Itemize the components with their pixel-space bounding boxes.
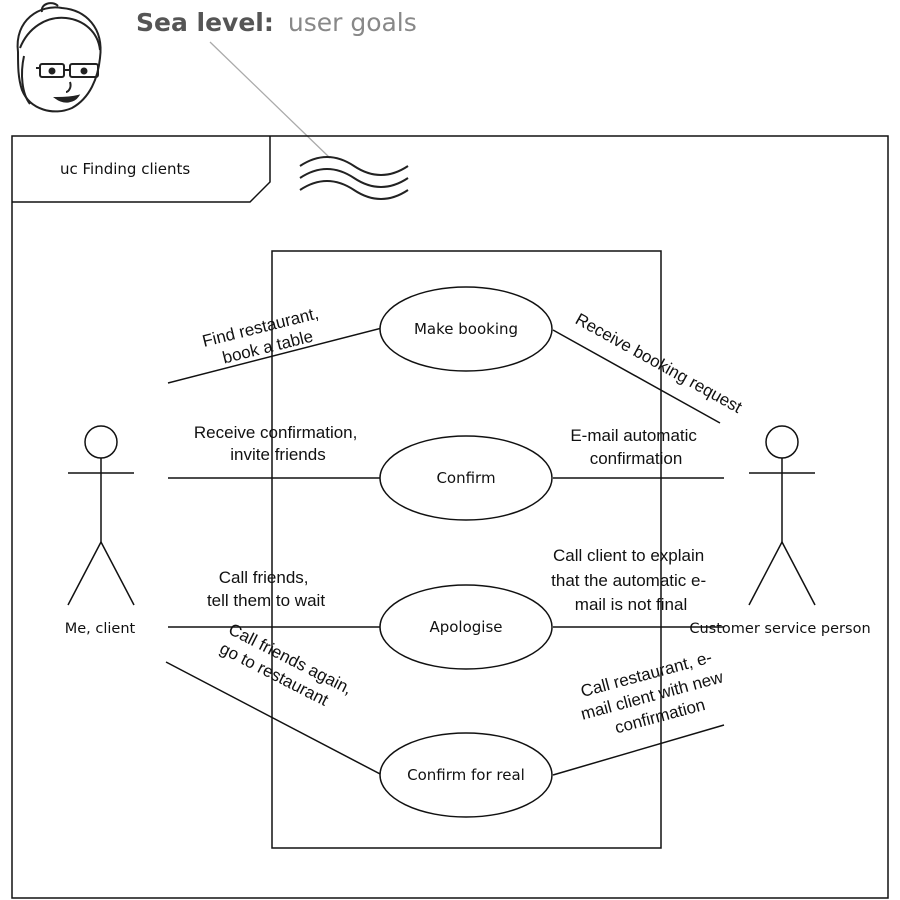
- frame-title: uc Finding clients: [60, 160, 190, 178]
- use-case-make-booking-shape: [379, 286, 553, 372]
- assoc-client-make-booking: [167, 327, 383, 384]
- assoc-confirm-real-csp: [552, 724, 725, 776]
- actor-csp-leg-right: [781, 541, 816, 606]
- use-case-confirm-shape: [379, 435, 553, 521]
- actor-csp-head: [765, 425, 799, 459]
- associations: [165, 327, 725, 776]
- label-call-friends-line2: tell them to wait: [207, 591, 325, 610]
- actor-customer-service-name: Customer service person: [689, 621, 870, 637]
- actor-customer-service: [748, 425, 816, 606]
- diagram-frame: [11, 135, 889, 899]
- label-receive-confirmation-line2: invite friends: [230, 445, 325, 464]
- sea-level-icon: [299, 156, 409, 200]
- use-case-make-booking-label: Make booking: [414, 320, 518, 338]
- use-case-confirm-label: Confirm: [436, 469, 495, 487]
- level-pointer-line: [209, 41, 331, 159]
- label-receive-booking: Receive booking request: [572, 310, 745, 417]
- label-call-client-line3: mail is not final: [575, 595, 687, 614]
- label-call-client: Call client to explain that the automati…: [551, 546, 711, 614]
- actor-csp-leg-left: [748, 541, 783, 606]
- actor-client-leg-right: [100, 541, 135, 606]
- actor-client-leg-left: [67, 541, 102, 606]
- label-email-automatic: E-mail automatic confirmation: [570, 426, 701, 468]
- level-title-bold: Sea level:: [136, 8, 274, 37]
- frame-title-tab: [12, 136, 271, 203]
- label-call-client-line2: that the automatic e-: [551, 571, 706, 590]
- label-call-restaurant: Call restaurant, e- mail client with new…: [573, 645, 735, 745]
- label-find-restaurant: Find restaurant, book a table: [200, 302, 330, 371]
- use-case-confirm: Confirm: [379, 435, 553, 521]
- level-title: Sea level: user goals: [136, 8, 417, 37]
- use-case-apologise-label: Apologise: [429, 618, 502, 636]
- actor-client: [67, 425, 135, 606]
- use-case-confirm-real-shape: [379, 732, 553, 818]
- assoc-make-booking-csp: [552, 329, 721, 424]
- system-boundary: [271, 250, 662, 849]
- label-email-automatic-line2: confirmation: [590, 449, 683, 468]
- use-case-apologise-shape: [379, 584, 553, 670]
- label-call-friends: Call friends, tell them to wait: [207, 568, 325, 610]
- label-email-automatic-line1: E-mail automatic: [570, 426, 697, 445]
- label-call-friends-line1: Call friends,: [219, 568, 309, 587]
- label-receive-confirmation-line1: Receive confirmation,: [194, 423, 357, 442]
- label-call-friends-again: Call friends again, go to restaurant: [216, 620, 360, 720]
- persona-avatar: [16, 2, 102, 113]
- assoc-client-confirm-real: [165, 661, 383, 776]
- label-receive-confirmation: Receive confirmation, invite friends: [194, 423, 362, 464]
- use-case-apologise: Apologise: [379, 584, 553, 670]
- actor-client-head: [84, 425, 118, 459]
- use-case-confirm-real: Confirm for real: [379, 732, 553, 818]
- actor-client-name: Me, client: [65, 621, 136, 637]
- level-title-rest: user goals: [288, 8, 417, 37]
- label-call-client-line1: Call client to explain: [553, 546, 704, 565]
- use-case-make-booking: Make booking: [379, 286, 553, 372]
- use-case-confirm-real-label: Confirm for real: [407, 766, 525, 784]
